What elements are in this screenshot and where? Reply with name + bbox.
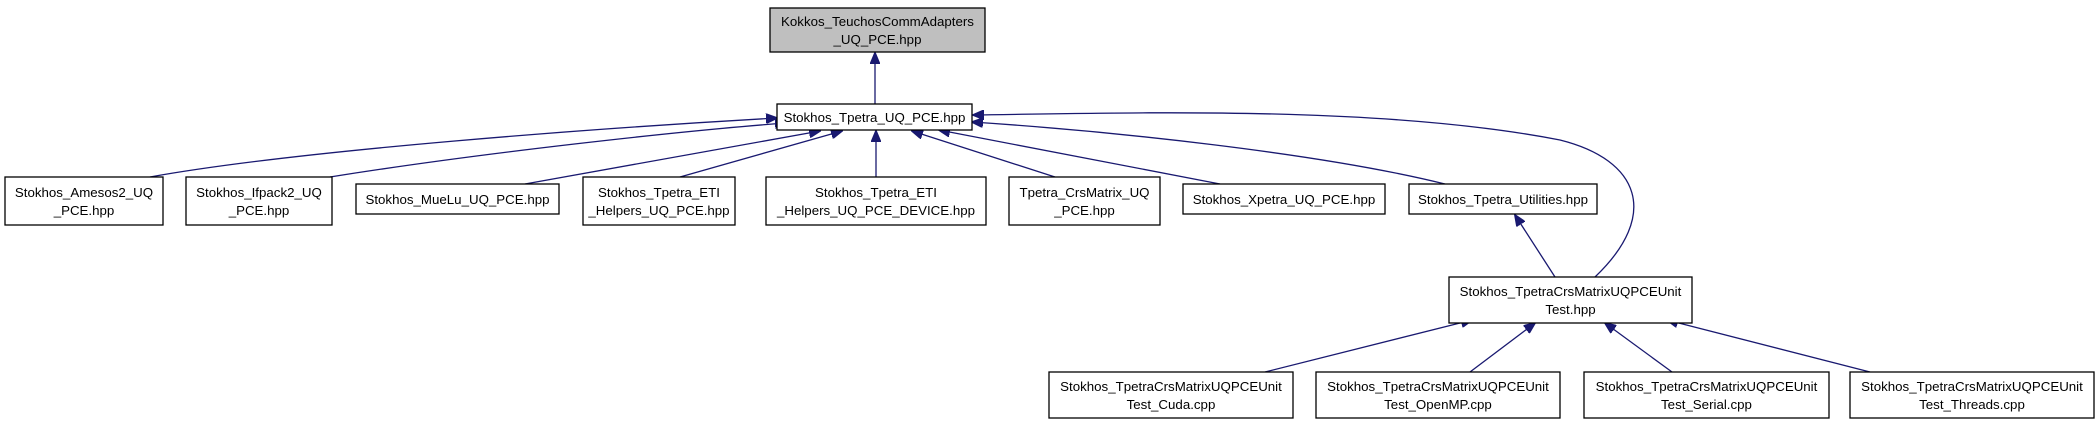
node-label-line: Stokhos_TpetraCrsMatrixUQPCEUnit bbox=[1060, 379, 1282, 394]
edge-unittest-to-utilities bbox=[1515, 215, 1556, 278]
node-label-line: Stokhos_TpetraCrsMatrixUQPCEUnit bbox=[1596, 379, 1818, 394]
node-label-line: Stokhos_Tpetra_UQ_PCE.hpp bbox=[784, 110, 966, 125]
edge-openmp-to-unittest bbox=[1469, 323, 1535, 373]
node-threads[interactable]: Stokhos_TpetraCrsMatrixUQPCEUnitTest_Thr… bbox=[1849, 371, 2095, 419]
node-openmp[interactable]: Stokhos_TpetraCrsMatrixUQPCEUnitTest_Ope… bbox=[1315, 371, 1561, 419]
edges-layer bbox=[149, 53, 1871, 373]
node-label-line: Stokhos_Tpetra_ETI bbox=[815, 185, 937, 200]
node-label-line: Stokhos_MueLu_UQ_PCE.hpp bbox=[365, 192, 549, 207]
node-label-line: Stokhos_Xpetra_UQ_PCE.hpp bbox=[1193, 192, 1376, 207]
nodes-layer: Kokkos_TeuchosCommAdapters _UQ_PCE.hppSto… bbox=[4, 7, 2095, 419]
node-eti-helpers-device[interactable]: Stokhos_Tpetra_ETI _Helpers_UQ_PCE_DEVICE… bbox=[765, 176, 987, 226]
node-label-line: _PCE.hpp bbox=[53, 203, 115, 218]
edge-muelu-to-tpetra_uq_pce bbox=[524, 131, 820, 185]
node-box bbox=[1182, 183, 1386, 215]
edge-serial-to-unittest bbox=[1605, 323, 1673, 373]
node-label-line: _Helpers_UQ_PCE.hpp bbox=[587, 203, 729, 218]
node-label-line: _Helpers_UQ_PCE_DEVICE.hpp bbox=[776, 203, 975, 218]
node-label-line: Stokhos_Tpetra_Utilities.hpp bbox=[1418, 192, 1588, 207]
node-box bbox=[769, 7, 986, 53]
edge-unittest-to-tpetra_uq_pce bbox=[973, 113, 1635, 278]
node-amesos2[interactable]: Stokhos_Amesos2_UQ _PCE.hpp bbox=[4, 176, 164, 226]
edge-utilities-to-tpetra_uq_pce bbox=[972, 122, 1446, 185]
node-label-line: Stokhos_TpetraCrsMatrixUQPCEUnit bbox=[1460, 284, 1682, 299]
node-cuda[interactable]: Stokhos_TpetraCrsMatrixUQPCEUnitTest_Cud… bbox=[1048, 371, 1294, 419]
node-serial[interactable]: Stokhos_TpetraCrsMatrixUQPCEUnitTest_Ser… bbox=[1583, 371, 1830, 419]
node-box bbox=[1849, 371, 2095, 419]
node-tpetra-uq-pce[interactable]: Stokhos_Tpetra_UQ_PCE.hpp bbox=[776, 103, 973, 131]
node-box bbox=[355, 183, 560, 215]
node-box bbox=[776, 103, 973, 131]
node-box bbox=[4, 176, 164, 226]
node-label-line: Test_OpenMP.cpp bbox=[1384, 397, 1492, 412]
node-label-line: Stokhos_Amesos2_UQ bbox=[15, 185, 153, 200]
edge-xpetra-to-tpetra_uq_pce bbox=[939, 130, 1221, 185]
edge-amesos2-to-tpetra_uq_pce bbox=[149, 118, 777, 178]
node-xpetra[interactable]: Stokhos_Xpetra_UQ_PCE.hpp bbox=[1182, 183, 1386, 215]
edge-eti_helpers-to-tpetra_uq_pce bbox=[679, 131, 842, 178]
node-box bbox=[185, 176, 333, 226]
node-label-line: _PCE.hpp bbox=[1053, 203, 1115, 218]
node-label-line: Tpetra_CrsMatrix_UQ bbox=[1019, 185, 1149, 200]
node-utilities[interactable]: Stokhos_Tpetra_Utilities.hpp bbox=[1408, 183, 1598, 215]
node-label-line: Test_Threads.cpp bbox=[1919, 397, 2025, 412]
node-label-line: Stokhos_Ifpack2_UQ bbox=[196, 185, 322, 200]
edge-ifpack2-to-tpetra_uq_pce bbox=[329, 123, 786, 178]
node-label-line: Test.hpp bbox=[1545, 302, 1595, 317]
node-label-line: Stokhos_Tpetra_ETI bbox=[598, 185, 720, 200]
node-box bbox=[1315, 371, 1561, 419]
node-box bbox=[582, 176, 736, 226]
node-muelu[interactable]: Stokhos_MueLu_UQ_PCE.hpp bbox=[355, 183, 560, 215]
node-label-line: Stokhos_TpetraCrsMatrixUQPCEUnit bbox=[1861, 379, 2083, 394]
node-box bbox=[765, 176, 987, 226]
edge-threads-to-unittest bbox=[1667, 320, 1871, 373]
node-label-line: Stokhos_TpetraCrsMatrixUQPCEUnit bbox=[1327, 379, 1549, 394]
node-ifpack2[interactable]: Stokhos_Ifpack2_UQ _PCE.hpp bbox=[185, 176, 333, 226]
node-crsmatrix-uq[interactable]: Tpetra_CrsMatrix_UQ _PCE.hpp bbox=[1008, 176, 1161, 226]
node-label-line: _PCE.hpp bbox=[228, 203, 290, 218]
node-label-line: Test_Serial.cpp bbox=[1661, 397, 1752, 412]
edge-crsmatrix_uq-to-tpetra_uq_pce bbox=[912, 131, 1056, 178]
node-label-line: Test_Cuda.cpp bbox=[1127, 397, 1216, 412]
node-box bbox=[1008, 176, 1161, 226]
node-eti-helpers[interactable]: Stokhos_Tpetra_ETI _Helpers_UQ_PCE.hpp bbox=[582, 176, 736, 226]
node-box bbox=[1583, 371, 1830, 419]
node-root: Kokkos_TeuchosCommAdapters _UQ_PCE.hpp bbox=[769, 7, 986, 53]
node-label-line: _UQ_PCE.hpp bbox=[833, 32, 922, 47]
node-box bbox=[1408, 183, 1598, 215]
edge-cuda-to-unittest bbox=[1264, 320, 1472, 373]
node-box bbox=[1048, 371, 1294, 419]
node-label-line: Kokkos_TeuchosCommAdapters bbox=[781, 14, 974, 29]
node-box bbox=[1448, 276, 1693, 324]
